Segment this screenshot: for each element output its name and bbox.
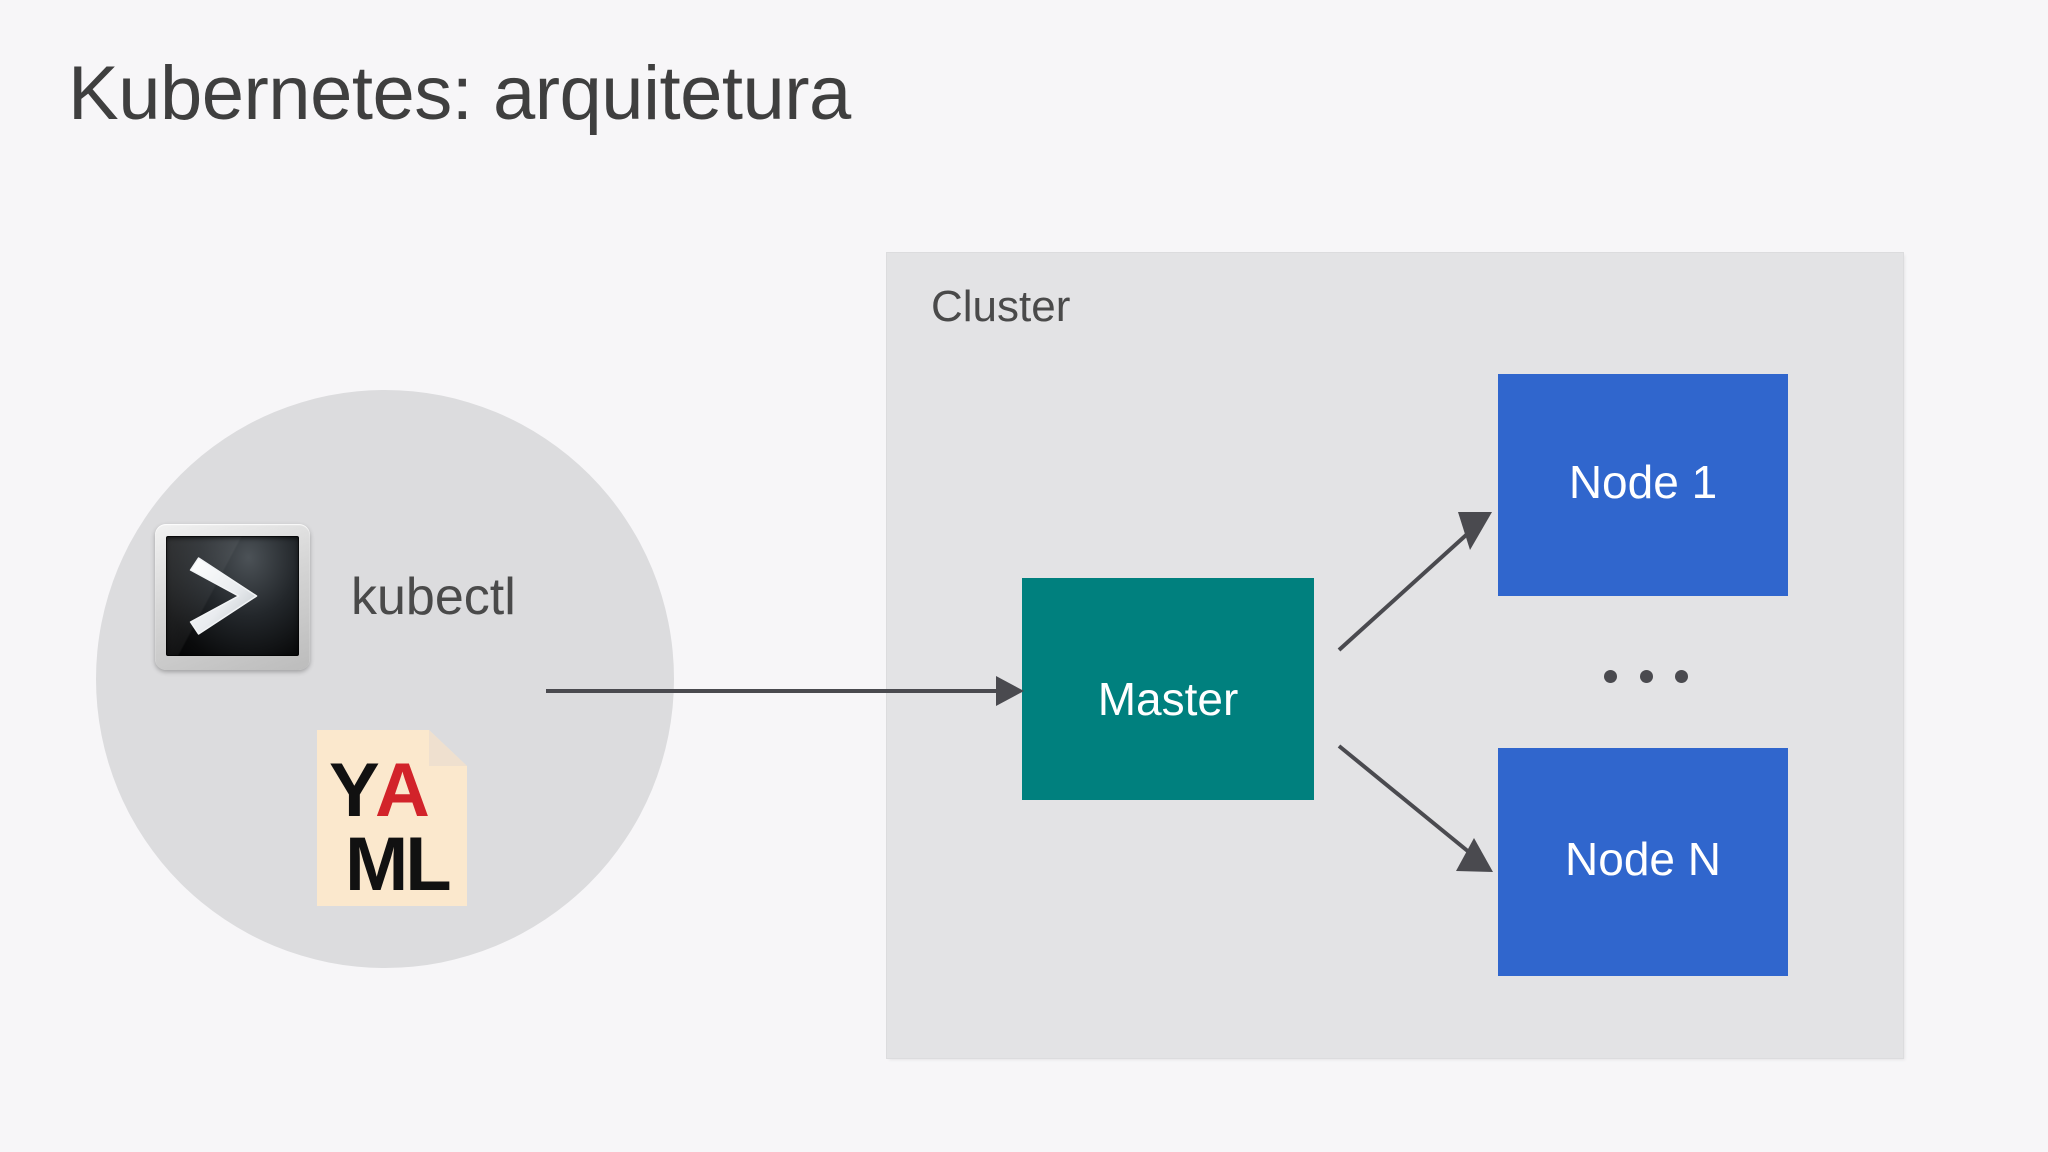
worker-node-n-label: Node N bbox=[1565, 833, 1721, 885]
kubectl-label: kubectl bbox=[351, 568, 516, 626]
svg-text:ML: ML bbox=[345, 822, 450, 906]
node-ellipsis bbox=[1604, 658, 1688, 694]
worker-node-1-label: Node 1 bbox=[1568, 456, 1718, 508]
worker-node-n-box[interactable]: Node N bbox=[1498, 748, 1788, 976]
page-title: Kubernetes: arquitetura bbox=[68, 51, 851, 136]
ellipsis-dot bbox=[1604, 669, 1617, 683]
svg-text:Y: Y bbox=[329, 748, 379, 833]
master-node-label: Master bbox=[1097, 673, 1239, 725]
ellipsis-dot bbox=[1675, 669, 1688, 683]
terminal-screen bbox=[166, 536, 299, 656]
yaml-file-icon: Y A ML bbox=[317, 730, 467, 906]
terminal-icon bbox=[155, 524, 310, 670]
worker-node-1-box[interactable]: Node 1 bbox=[1498, 374, 1788, 596]
terminal-prompt-chevron-icon bbox=[189, 557, 257, 635]
cluster-label: Cluster bbox=[931, 282, 1071, 331]
svg-text:A: A bbox=[375, 748, 428, 833]
master-node-box[interactable]: Master bbox=[1022, 578, 1314, 800]
ellipsis-dot bbox=[1639, 669, 1653, 683]
